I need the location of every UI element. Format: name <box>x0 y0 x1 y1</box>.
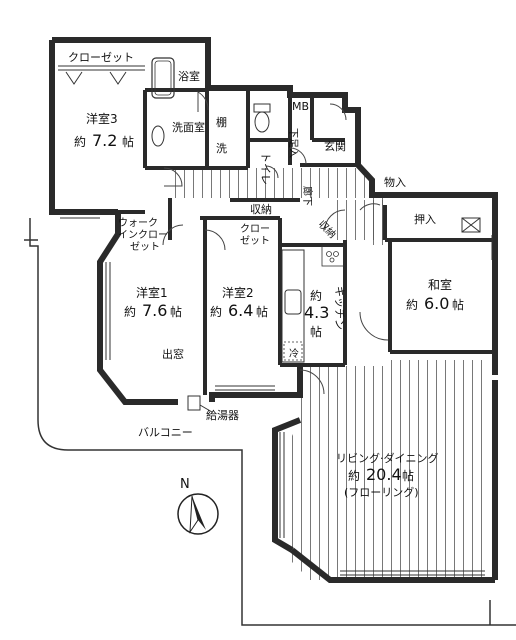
western3-size: 7.2 <box>92 131 117 150</box>
entrance-label: 玄関 <box>324 139 346 153</box>
western2-prefix: 約 <box>210 304 222 319</box>
wall-western3 <box>49 40 118 215</box>
ldk-size: 20.4 <box>366 465 402 484</box>
kitchen-prefix: 約 <box>310 288 322 303</box>
mb-label: MB <box>292 100 309 113</box>
balcony-outline <box>29 218 516 626</box>
bath-label: 浴室 <box>178 69 200 83</box>
western3-name: 洋室3 <box>86 111 118 126</box>
western1-name: 洋室1 <box>136 285 168 300</box>
closet2-label-2: ゼット <box>240 235 270 247</box>
western2-name: 洋室2 <box>222 285 254 300</box>
japanese-name: 和室 <box>428 277 452 292</box>
ldk-floor <box>290 240 485 580</box>
ldk-prefix: 約 <box>348 468 360 483</box>
western1-unit: 帖 <box>170 304 182 319</box>
shelf-label: 棚 <box>216 115 227 129</box>
oshiire-label: 押入 <box>414 212 436 226</box>
kitchen-sink <box>284 289 302 315</box>
western2-unit: 帖 <box>256 304 268 319</box>
toilet-label: トイレ <box>259 152 272 185</box>
north-label: N <box>180 477 190 492</box>
kitchen-unit: 帖 <box>310 324 322 339</box>
walkin-closet-label-3: ゼット <box>130 241 160 253</box>
ldk-unit: 帖 <box>402 468 414 483</box>
closet-top-label: クローゼット <box>68 51 134 64</box>
japanese-size: 6.0 <box>424 294 449 313</box>
walkin-closet-label-1: ウォーク <box>118 217 158 229</box>
corridor-label: 廊下 <box>301 186 314 206</box>
kitchen-counter <box>281 249 305 363</box>
kitchen-size: 4.3 <box>304 303 329 322</box>
kitchen-name: キッチン <box>333 286 346 330</box>
western3-prefix: 約 <box>74 134 86 149</box>
ldk-name: リビング·ダイニング <box>336 451 439 465</box>
storage-kana-label: 物入 <box>384 175 406 189</box>
storage-label: 収納 <box>250 203 272 216</box>
western1-size: 7.6 <box>142 301 167 320</box>
toilet-bowl <box>254 111 270 133</box>
bay-window-label: 出窓 <box>162 347 184 361</box>
fridge-space <box>283 341 303 361</box>
water-heater-label: 給湯器 <box>206 408 239 422</box>
western1-prefix: 約 <box>124 304 136 319</box>
ldk-note: (フローリング) <box>344 485 419 499</box>
closet2-label-1: クロー <box>240 223 270 235</box>
water-heater-box <box>187 395 201 411</box>
western3-unit: 帖 <box>122 134 134 149</box>
balcony-label: バルコニー <box>138 426 193 439</box>
bathtub <box>151 57 175 99</box>
japanese-unit: 帖 <box>452 297 464 312</box>
washbasin <box>151 125 165 147</box>
north-compass <box>177 493 219 535</box>
washroom-label: 洗面室 <box>172 120 205 134</box>
stove-burner <box>326 251 332 257</box>
western2-size: 6.4 <box>228 301 253 320</box>
washer-label: 洗 <box>216 142 227 155</box>
japanese-prefix: 約 <box>406 297 418 312</box>
corridor-floor <box>170 168 365 198</box>
shoe-box-label: 下足入 <box>287 128 299 158</box>
walkin-closet-label-2: インクロー <box>118 229 168 241</box>
fridge-label: 冷 <box>289 347 299 360</box>
